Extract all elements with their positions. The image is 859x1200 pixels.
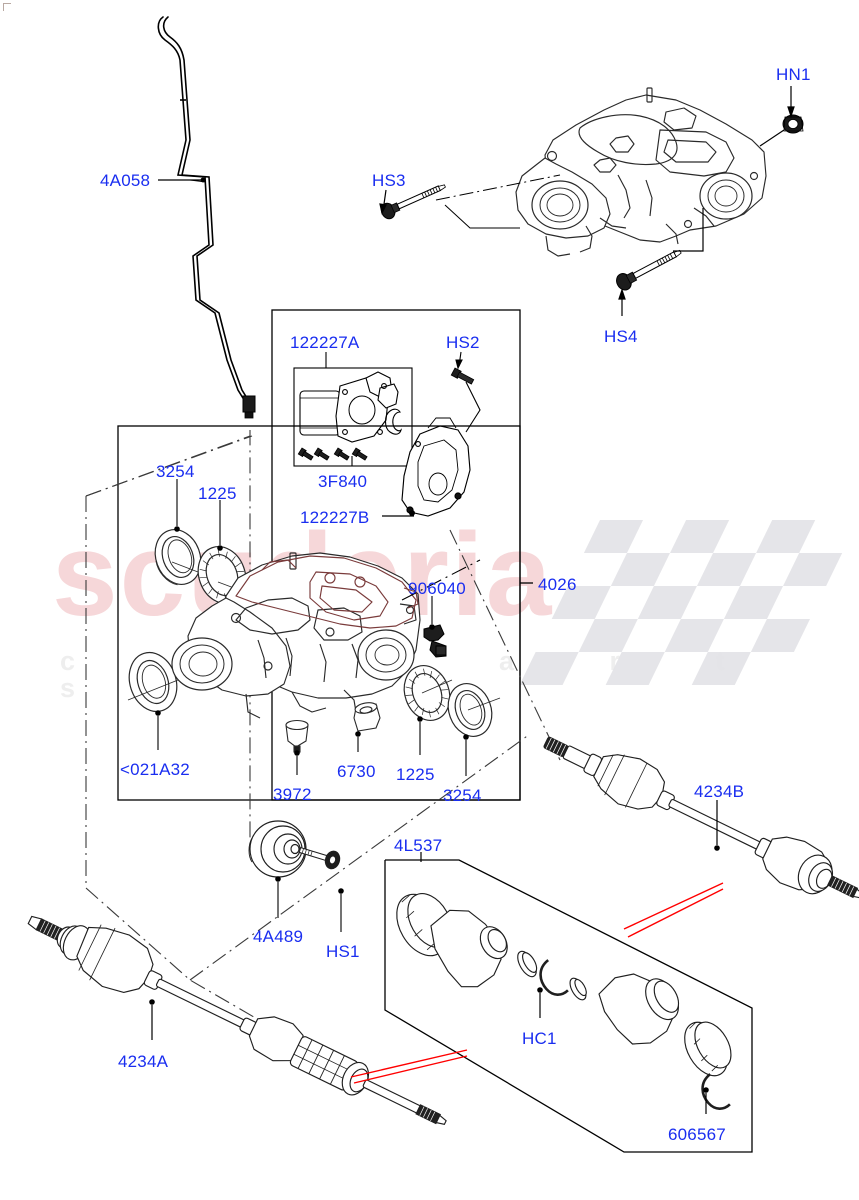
checkered-flag-icon: [519, 520, 843, 685]
differential-housing-top: [515, 87, 767, 257]
leader-3254-right: [463, 734, 469, 776]
actuator-cover-part: [401, 417, 471, 517]
axis-line-main: [85, 435, 561, 761]
leader-1225-right: [417, 716, 423, 755]
leader-1225-left: [217, 500, 223, 551]
callout-3F840[interactable]: 3F840: [318, 472, 368, 491]
inset-box-motor-3F840: [293, 367, 413, 467]
leader-122227B: [382, 510, 415, 517]
bearing-1225-right-part: [403, 665, 453, 721]
leader-HS4: [618, 208, 704, 316]
leader-4A058: [158, 177, 206, 183]
callout-HC1[interactable]: HC1: [522, 1029, 557, 1048]
bearing-carrier-4A489-part: [248, 820, 307, 878]
motor-screws-part: [297, 447, 368, 461]
callout-3972[interactable]: 3972: [273, 785, 312, 804]
leader-HN1: [759, 86, 795, 147]
differential-top-cover-highlight: [235, 555, 419, 629]
callout-606567[interactable]: 606567: [668, 1125, 726, 1144]
bolt-HS4-part: [616, 249, 682, 291]
leader-906040: [401, 559, 481, 630]
callout-4L537[interactable]: 4L537: [394, 836, 443, 855]
screw-HS2-part: [450, 367, 475, 385]
callout-1225-right[interactable]: 1225: [396, 765, 435, 784]
red-link-lines-right: [623, 882, 724, 938]
callout-4A058[interactable]: 4A058: [100, 171, 151, 190]
leader-HS3: [379, 189, 387, 215]
callout-HS3[interactable]: HS3: [372, 171, 406, 190]
leader-4234B: [714, 800, 720, 851]
oil-seal-3254-left-part: [154, 529, 202, 586]
drive-shaft-4234A-part: [27, 915, 447, 1125]
leader-HS2: [455, 351, 481, 433]
leader-3254-left: [174, 479, 180, 532]
callout-6730[interactable]: 6730: [337, 762, 376, 781]
callout-3254-left[interactable]: 3254: [156, 462, 195, 481]
callout-4A489[interactable]: 4A489: [253, 927, 304, 946]
leader-021A32: [155, 710, 161, 750]
sensor-906040-part: [423, 624, 447, 658]
leader-4234A: [149, 999, 155, 1040]
seal-021A32-part: [127, 651, 179, 713]
leader-3972: [294, 750, 300, 775]
boot-kit-parts: [396, 893, 732, 1110]
axis-line-top: [435, 174, 561, 201]
callout-HS1[interactable]: HS1: [326, 942, 360, 961]
breather-tube-fitting: [242, 395, 256, 419]
actuator-motor-part: [299, 371, 399, 443]
callout-122227B[interactable]: 122227B: [300, 508, 370, 527]
nut-HN1-part: [782, 114, 804, 134]
leader-4A489: [275, 876, 281, 918]
callout-HN1[interactable]: HN1: [776, 65, 811, 84]
leader-606567: [703, 1087, 709, 1114]
bolt-HS1-part: [298, 846, 341, 870]
callout-122227A[interactable]: 122227A: [290, 333, 360, 352]
leader-housing-bracket: [444, 204, 520, 229]
plug-3972-part: [285, 719, 309, 753]
red-link-lines-left: [350, 1049, 468, 1084]
breather-tube-part: [157, 16, 251, 404]
callout-3254-right[interactable]: 3254: [443, 786, 482, 805]
main-diff-box: [117, 425, 521, 801]
leader-HS1: [338, 888, 344, 932]
callout-4234A[interactable]: 4234A: [118, 1052, 169, 1071]
callout-4026[interactable]: 4026: [538, 575, 577, 594]
leader-HC1: [537, 987, 543, 1018]
callout-021A32[interactable]: <021A32: [120, 760, 190, 779]
boot-kit-box: [384, 859, 753, 1153]
callout-4234B[interactable]: 4234B: [694, 782, 745, 801]
bush-6730-part: [353, 702, 381, 732]
callout-906040[interactable]: 906040: [408, 579, 466, 598]
drive-shaft-4234B-part: [543, 736, 859, 899]
oil-seal-3254-right-part: [447, 683, 501, 737]
o-ring-part: [384, 408, 403, 435]
callout-HS4[interactable]: HS4: [604, 327, 638, 346]
leader-6730: [355, 731, 361, 752]
callout-1225-left[interactable]: 1225: [198, 484, 237, 503]
differential-housing-main: [171, 552, 421, 719]
callout-HS2[interactable]: HS2: [446, 333, 480, 352]
